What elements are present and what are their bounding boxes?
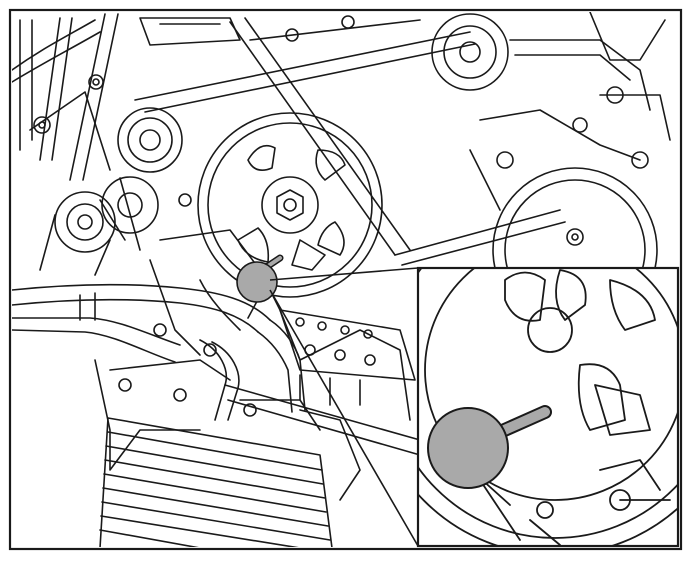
inset-locating-pin-icon <box>427 405 552 489</box>
idler-pulley <box>431 12 671 169</box>
drive-belt <box>29 17 566 266</box>
locating-pin-icon <box>236 254 284 303</box>
outer-frame <box>8 8 683 551</box>
engine-block <box>149 193 411 421</box>
oil-cooler-icon <box>99 417 333 547</box>
tensioner-pulley <box>39 107 183 276</box>
inset-detail <box>416 266 680 548</box>
crankshaft-pulley <box>197 112 383 319</box>
manifold-detail <box>279 309 416 406</box>
inset-leader-lines <box>269 267 419 547</box>
upper-hoses <box>12 13 421 181</box>
coolant-pipes <box>12 283 421 456</box>
lower-housing <box>94 359 361 501</box>
